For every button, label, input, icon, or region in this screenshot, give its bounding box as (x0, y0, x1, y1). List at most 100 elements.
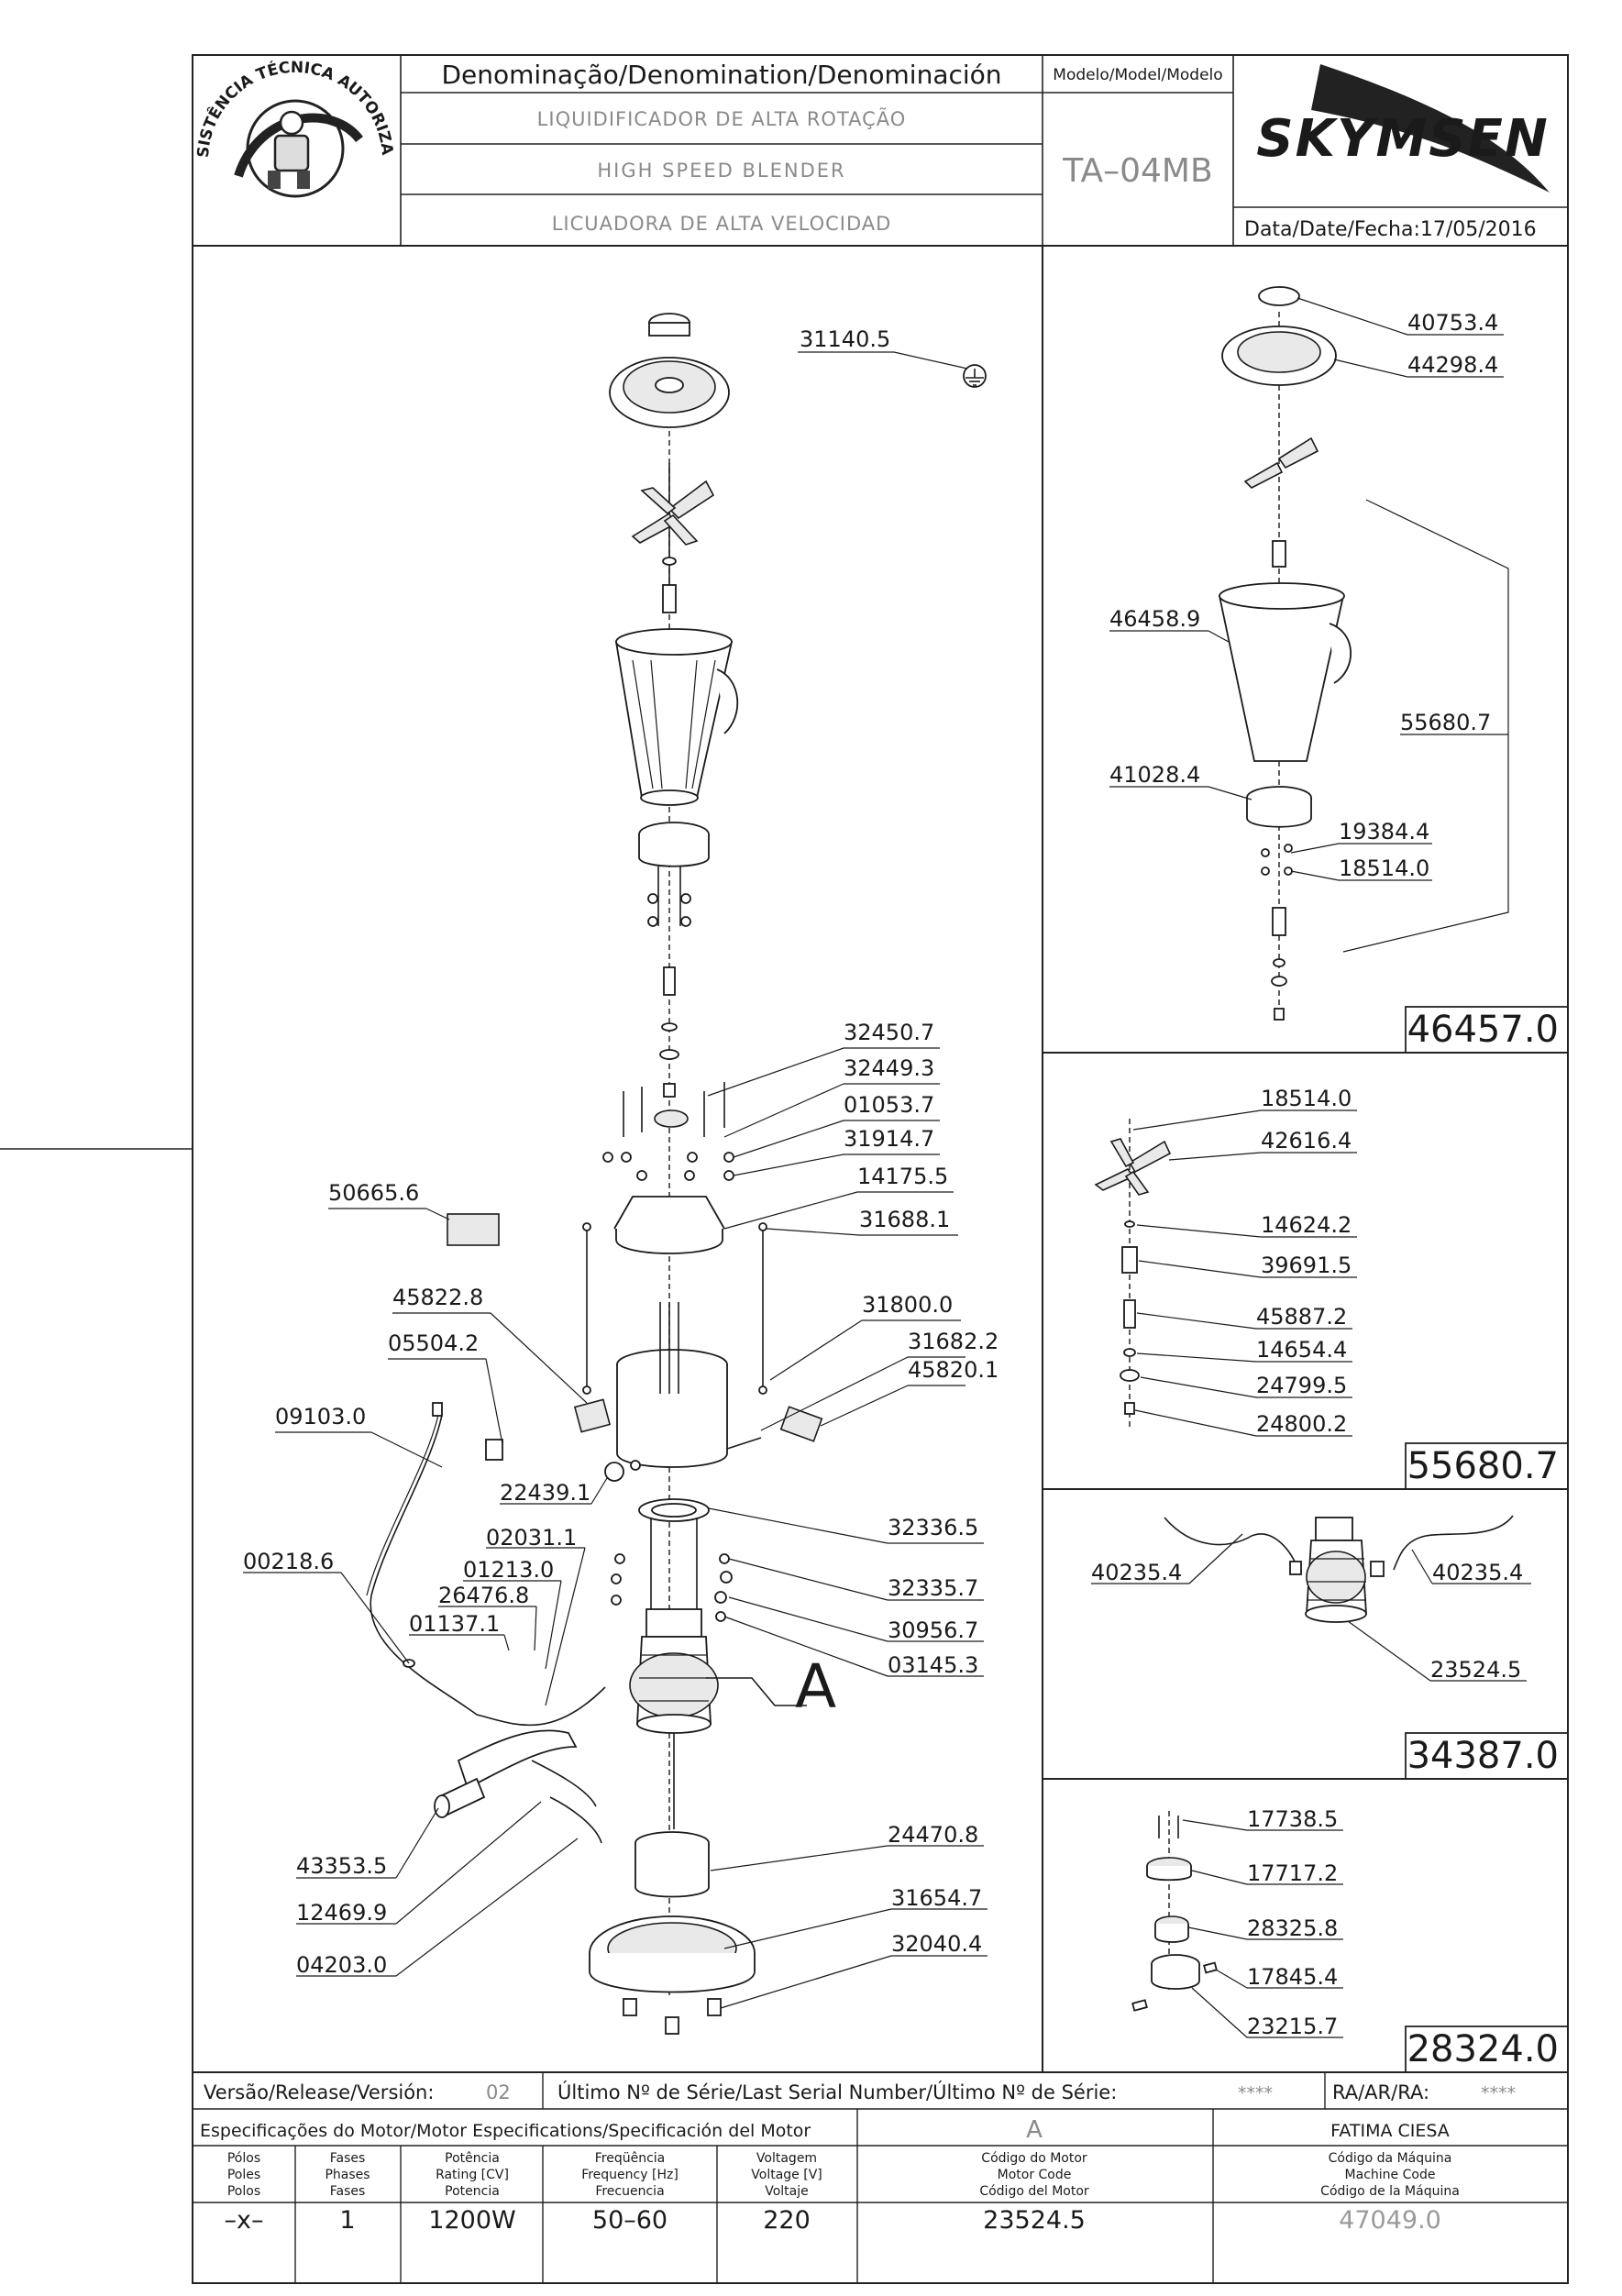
callout-55680: 55680.7 (1400, 710, 1491, 735)
col-poles-en: Poles (227, 2168, 260, 2182)
brand-logo: SKYMSEN (1256, 64, 1550, 193)
callout-41028: 41028.4 (1109, 762, 1200, 788)
ra-value: **** (1481, 2083, 1516, 2103)
washers-drawing (611, 1553, 733, 1622)
gasket-drawing (638, 1498, 710, 1614)
callout-18514: 18514.0 (1339, 855, 1429, 881)
callout-00218: 00218.6 (243, 1549, 334, 1574)
callout-01137: 01137.1 (409, 1611, 500, 1637)
footer-column-headers: Pólos Poles Polos Fases Phases Fases Pot… (227, 2151, 1460, 2199)
col-phases-pt: Fases (330, 2151, 366, 2166)
callout-40753: 40753.4 (1407, 310, 1498, 336)
strain-relief-drawing (434, 1729, 602, 1844)
blade-assembly-callouts: 18514.0 42616.4 14624.2 39691.5 45887.2 … (1132, 1086, 1357, 1437)
cup-assembly-drawing (1218, 286, 1352, 1021)
callout-12469: 12469.9 (296, 1900, 387, 1926)
val-poles: –x– (225, 2206, 264, 2235)
col-voltage-pt: Voltagem (756, 2151, 817, 2166)
callout-31688: 31688.1 (859, 1207, 950, 1232)
callout-17738: 17738.5 (1247, 1806, 1338, 1832)
callout-01053: 01053.7 (844, 1092, 934, 1118)
title-block-header (193, 55, 1568, 247)
callout-43353: 43353.5 (296, 1853, 387, 1879)
callout-32336: 32336.5 (888, 1515, 978, 1540)
col-poles-es: Polos (227, 2184, 260, 2199)
denomination-label: Denominação/Denomination/Denominación (441, 60, 1001, 90)
date-value: 17/05/2016 (1420, 218, 1537, 241)
col-motor-code-pt: Código do Motor (981, 2151, 1087, 2166)
callout-40235-right: 40235.4 (1432, 1560, 1523, 1585)
motor-assembly-callouts: 40235.4 40235.4 23524.5 (1091, 1533, 1531, 1683)
screws-drawing (602, 1082, 734, 1181)
motor-drawing (629, 1608, 719, 1829)
col-freq-pt: Freqüência (595, 2151, 666, 2166)
main-exploded-drawing (366, 313, 987, 2035)
callout-14624: 14624.2 (1261, 1212, 1352, 1238)
callout-09103: 09103.0 (275, 1404, 366, 1429)
blade-drawing (631, 463, 715, 613)
motor-spec-letter: A (1026, 2116, 1043, 2144)
serial-value: **** (1238, 2083, 1273, 2103)
footer-release-row: Versão/Release/Versión: 02 Último Nº de … (204, 2081, 1516, 2103)
callout-03145: 03145.3 (888, 1652, 978, 1678)
motor-reference-letter: A (795, 1651, 836, 1722)
assembly-code-motor: 34387.0 (1407, 1735, 1559, 1777)
callout-17717: 17717.2 (1247, 1860, 1338, 1886)
drawing-frame (0, 54, 1569, 2284)
callout-31914: 31914.7 (844, 1126, 934, 1152)
callout-14175: 14175.5 (857, 1164, 948, 1189)
lower-ring-drawing (634, 1831, 710, 1898)
release-value: 02 (486, 2081, 511, 2103)
callout-50665: 50665.6 (328, 1180, 419, 1206)
ra-label: RA/AR/RA: (1332, 2081, 1429, 2103)
callout-24800: 24800.2 (1256, 1411, 1347, 1437)
callout-45820: 45820.1 (908, 1357, 999, 1383)
footer-motor-row: Especificações do Motor/Motor Especifica… (200, 2116, 1450, 2144)
lid-drawing (609, 313, 730, 428)
col-power-pt: Potência (445, 2151, 500, 2166)
val-machine-code: 47049.0 (1339, 2206, 1441, 2235)
val-power: 1200W (428, 2206, 515, 2235)
label-card-drawing (447, 1213, 500, 1246)
col-voltage-en: Voltage [V] (751, 2168, 822, 2182)
callout-04203: 04203.0 (296, 1952, 387, 1978)
author-name: FATIMA CIESA (1330, 2121, 1450, 2141)
motor-spec-label: Especificações do Motor/Motor Especifica… (200, 2121, 811, 2141)
body-cylinder-drawing (573, 1302, 823, 1482)
callout-31800: 31800.0 (862, 1292, 953, 1318)
model-label: Modelo/Model/Modelo (1053, 66, 1222, 84)
col-power-es: Potencia (445, 2184, 500, 2199)
callout-46458: 46458.9 (1109, 606, 1200, 632)
col-machine-code-es: Código de la Máquina (1320, 2184, 1460, 2199)
model-value: TA–04MB (1062, 152, 1212, 190)
product-name-es: LICUADORA DE ALTA VELOCIDAD (552, 213, 892, 235)
callout-02031: 02031.1 (486, 1525, 577, 1551)
top-plate-drawing (613, 1196, 725, 1254)
val-voltage: 220 (763, 2206, 811, 2235)
callout-14654: 14654.4 (1256, 1337, 1347, 1363)
coupling-assembly-drawing (1131, 1811, 1218, 2012)
callout-23524: 23524.5 (1430, 1657, 1521, 1683)
callout-01213: 01213.0 (463, 1557, 554, 1583)
cup-base-drawing (638, 822, 710, 927)
serial-label: Último Nº de Série/Last Serial Number/Úl… (557, 2081, 1117, 2103)
callout-31682: 31682.2 (908, 1329, 999, 1354)
assembly-code-cup: 46457.0 (1407, 1009, 1559, 1051)
callout-19384: 19384.4 (1339, 819, 1429, 844)
callout-32335: 32335.7 (888, 1575, 978, 1601)
callout-31654: 31654.7 (891, 1885, 982, 1911)
col-freq-es: Frecuencia (595, 2184, 664, 2199)
right-panels-frame (1042, 246, 1569, 2073)
product-name-en: HIGH SPEED BLENDER (597, 160, 845, 182)
callout-44298: 44298.4 (1407, 352, 1498, 378)
callout-24799: 24799.5 (1256, 1373, 1347, 1398)
callout-45822: 45822.8 (392, 1285, 483, 1310)
col-phases-en: Phases (325, 2168, 370, 2182)
callout-blade-18514: 18514.0 (1261, 1086, 1352, 1111)
callout-22439: 22439.1 (500, 1480, 590, 1506)
col-motor-code-es: Código del Motor (979, 2184, 1089, 2199)
motor-assembly-drawing (1164, 1515, 1514, 1623)
callout-05504: 05504.2 (388, 1330, 479, 1356)
callout-31140: 31140.5 (800, 326, 890, 352)
